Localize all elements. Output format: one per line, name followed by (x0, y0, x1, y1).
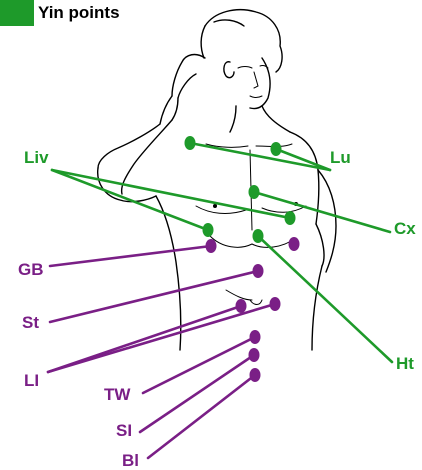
point-lu-left (271, 142, 282, 156)
point-liv-right (203, 223, 214, 237)
point-liv-left (285, 211, 296, 225)
point-li-left (270, 297, 281, 311)
point-lu-right (185, 136, 196, 150)
point-si (249, 348, 260, 362)
point-gb-right (206, 239, 217, 253)
label-li: LI (24, 371, 39, 390)
point-cx (249, 185, 260, 199)
leader-gb (50, 246, 211, 266)
label-liv: Liv (24, 148, 49, 167)
label-bl: Bl (122, 451, 139, 470)
point-tw (250, 330, 261, 344)
leader-liv-1 (52, 170, 208, 230)
point-gb-left (289, 237, 300, 251)
leader-lu-1 (190, 143, 330, 170)
label-si: SI (116, 421, 132, 440)
point-li-right (236, 299, 247, 313)
label-ht: Ht (396, 354, 414, 373)
label-tw: TW (104, 385, 131, 404)
label-gb: GB (18, 260, 44, 279)
label-lu: Lu (330, 148, 351, 167)
point-bl (250, 368, 261, 382)
point-ht (253, 229, 264, 243)
point-st (253, 264, 264, 278)
yin-leader-lines (52, 143, 392, 362)
label-st: St (22, 313, 39, 332)
label-cx: Cx (394, 219, 416, 238)
yang-leader-lines (48, 246, 275, 458)
leader-lu-2 (276, 149, 330, 170)
leader-st (50, 271, 258, 322)
figure-outline (98, 10, 336, 350)
